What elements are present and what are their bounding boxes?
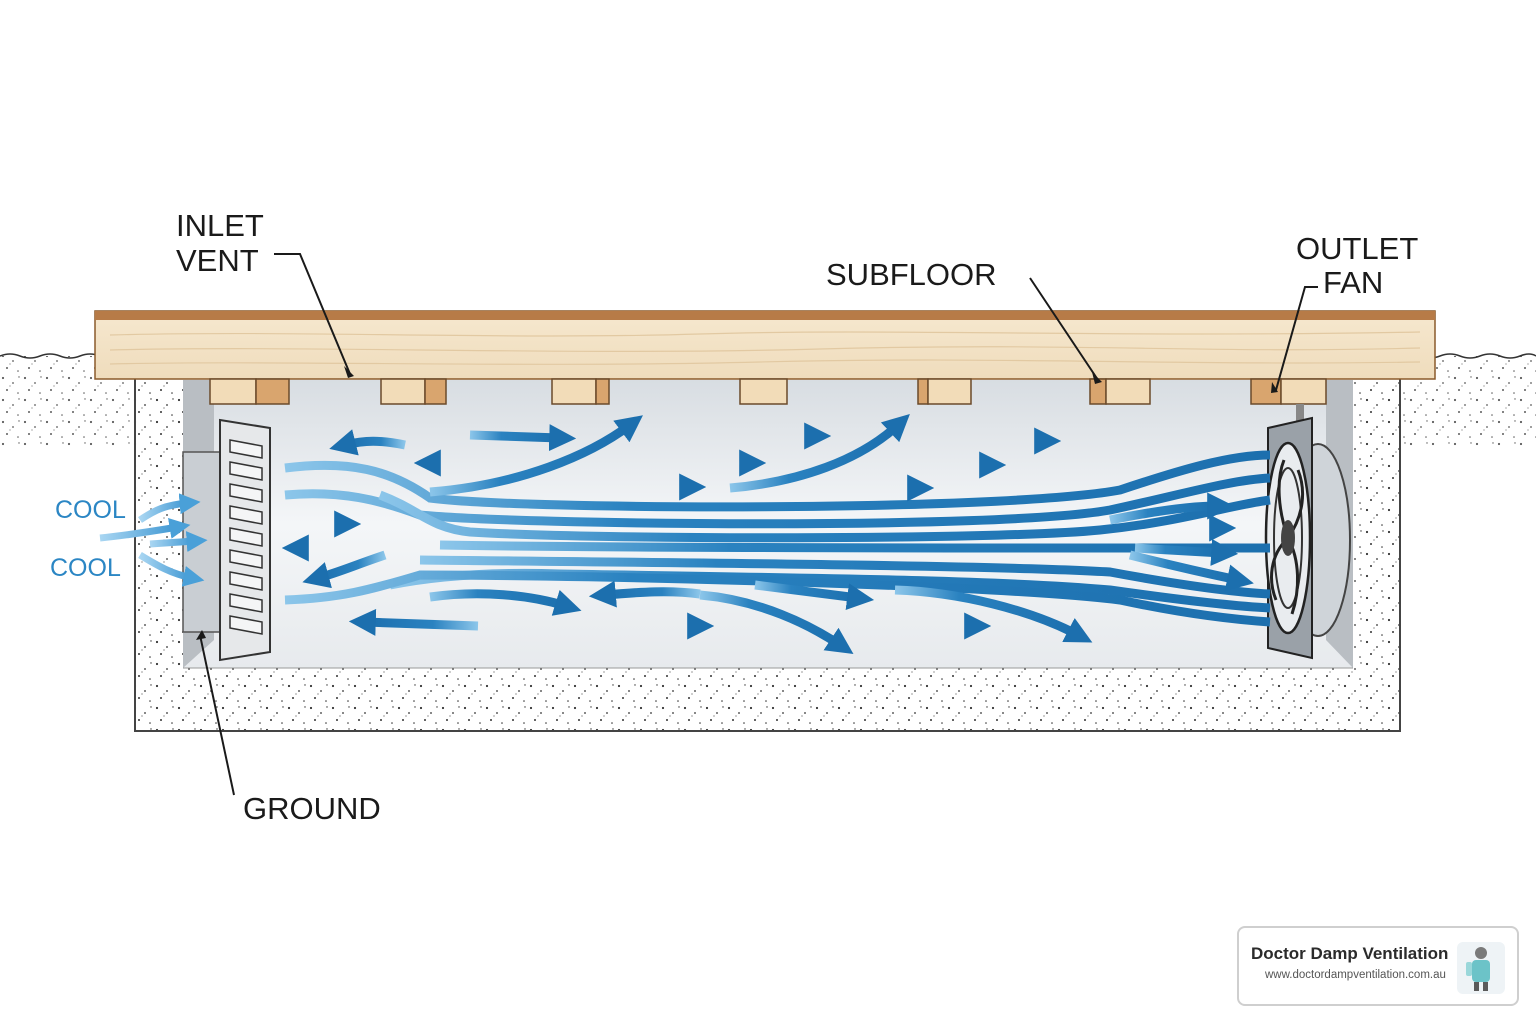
outlet-fan-label: OUTLET: [1296, 231, 1418, 266]
cool-air-arrows: [99, 493, 208, 587]
ground-label: GROUND: [243, 791, 381, 826]
subfloor-plank: [94, 310, 1436, 380]
brand-name: Doctor Damp Ventilation: [1251, 944, 1449, 963]
vent-grille-icon: [182, 418, 271, 662]
outlet-fan-label-line2: FAN: [1323, 265, 1383, 300]
joists: [209, 378, 1327, 405]
brand-url: www.doctordampventilation.com.au: [1265, 969, 1446, 981]
inlet-vent-label: INLET: [176, 208, 264, 243]
label-leaders: [199, 253, 1318, 796]
inlet-vent-label-line2: VENT: [176, 243, 259, 278]
cool-label-1: COOL: [55, 496, 126, 524]
subfloor-label: SUBFLOOR: [826, 257, 997, 292]
brand-badge: Doctor Damp Ventilation www.doctordampve…: [1237, 926, 1519, 1006]
airflow-streams: [284, 450, 1271, 627]
cool-label-2: COOL: [50, 554, 121, 582]
airflow-arrows: [278, 414, 1254, 654]
logo-icon: [1457, 942, 1505, 994]
fan-icon: [1264, 404, 1351, 660]
